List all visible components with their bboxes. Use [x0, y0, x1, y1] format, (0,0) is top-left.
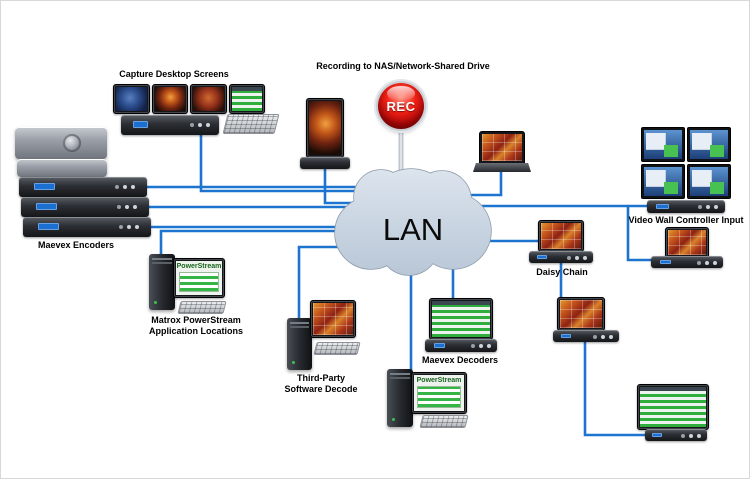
video-wall-screen-1	[644, 130, 682, 159]
powerstream-app-label-line2: Application Locations	[148, 326, 243, 336]
powerstream-app-keyboard-icon	[177, 301, 227, 314]
third-party-label: Third-Party Software Decode	[265, 373, 377, 395]
disc-emblem-icon	[63, 134, 81, 152]
video-wall-cell-1	[641, 127, 685, 162]
daisy-screen-1	[541, 223, 581, 249]
video-wall-screen-3	[644, 167, 682, 196]
capture-screen-1	[116, 87, 147, 111]
right-display-screen	[668, 230, 706, 255]
powerstream-app-label-line1: Matrox PowerStream	[151, 315, 241, 325]
laptop-display	[482, 134, 522, 161]
daisy-chain-label: Daisy Chain	[536, 267, 588, 277]
powerstream-pc-tower	[387, 369, 413, 427]
powerstream-app-label: Matrox PowerStream Application Locations	[133, 315, 259, 337]
right-decoder-device	[651, 256, 723, 268]
rec-label: REC	[386, 98, 416, 114]
lan-cloud: LAN	[334, 168, 492, 276]
capture-screen-3	[193, 87, 224, 111]
maevex-encoder-2	[21, 197, 149, 217]
right-display	[665, 227, 709, 258]
daisy-screen-2	[560, 300, 602, 328]
rec-caption: Recording to NAS/Network-Shared Drive	[316, 61, 490, 71]
capture-screen-4	[231, 87, 262, 111]
maevex-encoder-3	[23, 217, 151, 237]
capture-monitor-row	[113, 84, 265, 114]
bottom-right-screen	[640, 387, 706, 427]
capture-keyboard-icon	[222, 114, 280, 134]
capture-label: Capture Desktop Screens	[119, 69, 229, 79]
wire-daisy-link-2	[583, 342, 645, 437]
wire-powerstream-app	[159, 229, 351, 254]
powerstream-pc-screen-title: PowerStream	[416, 377, 462, 384]
capture-monitor-2	[151, 84, 188, 114]
decoders-label: Maevex Decoders	[421, 355, 499, 365]
powerstream-app-screen: PowerStream	[176, 261, 222, 295]
powerstream-pc-keyboard-icon	[419, 415, 469, 428]
third-party-monitor	[310, 300, 356, 338]
laptop-base	[473, 163, 531, 172]
powerstream-pc-screen: PowerStream	[414, 375, 464, 411]
daisy-decoder-1	[529, 251, 593, 263]
wire-right-monitor	[626, 206, 651, 262]
signage-player-device	[300, 157, 350, 169]
wire-third-party	[297, 245, 346, 318]
powerstream-app-screen-rows	[179, 272, 219, 292]
capture-screen-2	[154, 87, 185, 111]
decoder-screen	[432, 301, 490, 337]
video-wall-cell-4	[687, 164, 731, 199]
server-unit	[17, 159, 107, 177]
wire-capture	[199, 135, 363, 193]
capture-monitor-3	[190, 84, 227, 114]
video-wall-controller-device	[647, 200, 725, 213]
rec-button: REC	[378, 83, 424, 129]
third-party-keyboard-icon	[313, 342, 361, 355]
powerstream-pc-screen-rows	[417, 386, 461, 408]
powerstream-app-monitor: PowerStream	[173, 258, 225, 298]
daisy-monitor-2	[557, 297, 605, 331]
bottom-right-decoder-device	[645, 429, 707, 441]
lan-label: LAN	[383, 212, 443, 247]
encoders-label: Maevex Encoders	[37, 240, 115, 250]
video-wall	[641, 127, 731, 199]
third-party-label-line2: Software Decode	[284, 384, 358, 394]
signage-screen	[309, 101, 341, 155]
signage-display	[306, 98, 344, 158]
third-party-screen	[313, 303, 353, 335]
powerstream-pc-monitor: PowerStream	[411, 372, 467, 414]
powerstream-app-tower	[149, 254, 175, 310]
wire-laptop	[463, 171, 503, 197]
daisy-monitor-1	[538, 220, 584, 252]
video-wall-label: Video Wall Controller Input	[628, 215, 744, 225]
daisy-decoder-2	[553, 330, 619, 342]
capture-monitor-4	[228, 84, 265, 114]
decoder-monitor	[429, 298, 493, 340]
capture-encoder-device	[121, 115, 219, 135]
powerstream-app-screen-title: PowerStream	[176, 263, 222, 270]
capture-monitor-1	[113, 84, 150, 114]
third-party-label-line1: Third-Party	[296, 373, 345, 383]
video-wall-screen-2	[690, 130, 728, 159]
maevex-encoder-1	[19, 177, 147, 197]
video-wall-screen-4	[690, 167, 728, 196]
video-wall-cell-3	[641, 164, 685, 199]
maevex-decoder-device	[425, 339, 497, 352]
nas-server	[15, 127, 107, 159]
video-wall-cell-2	[687, 127, 731, 162]
wire-signage	[323, 168, 353, 205]
third-party-tower	[287, 318, 312, 370]
laptop-screen	[479, 131, 525, 164]
bottom-right-monitor	[637, 384, 709, 430]
